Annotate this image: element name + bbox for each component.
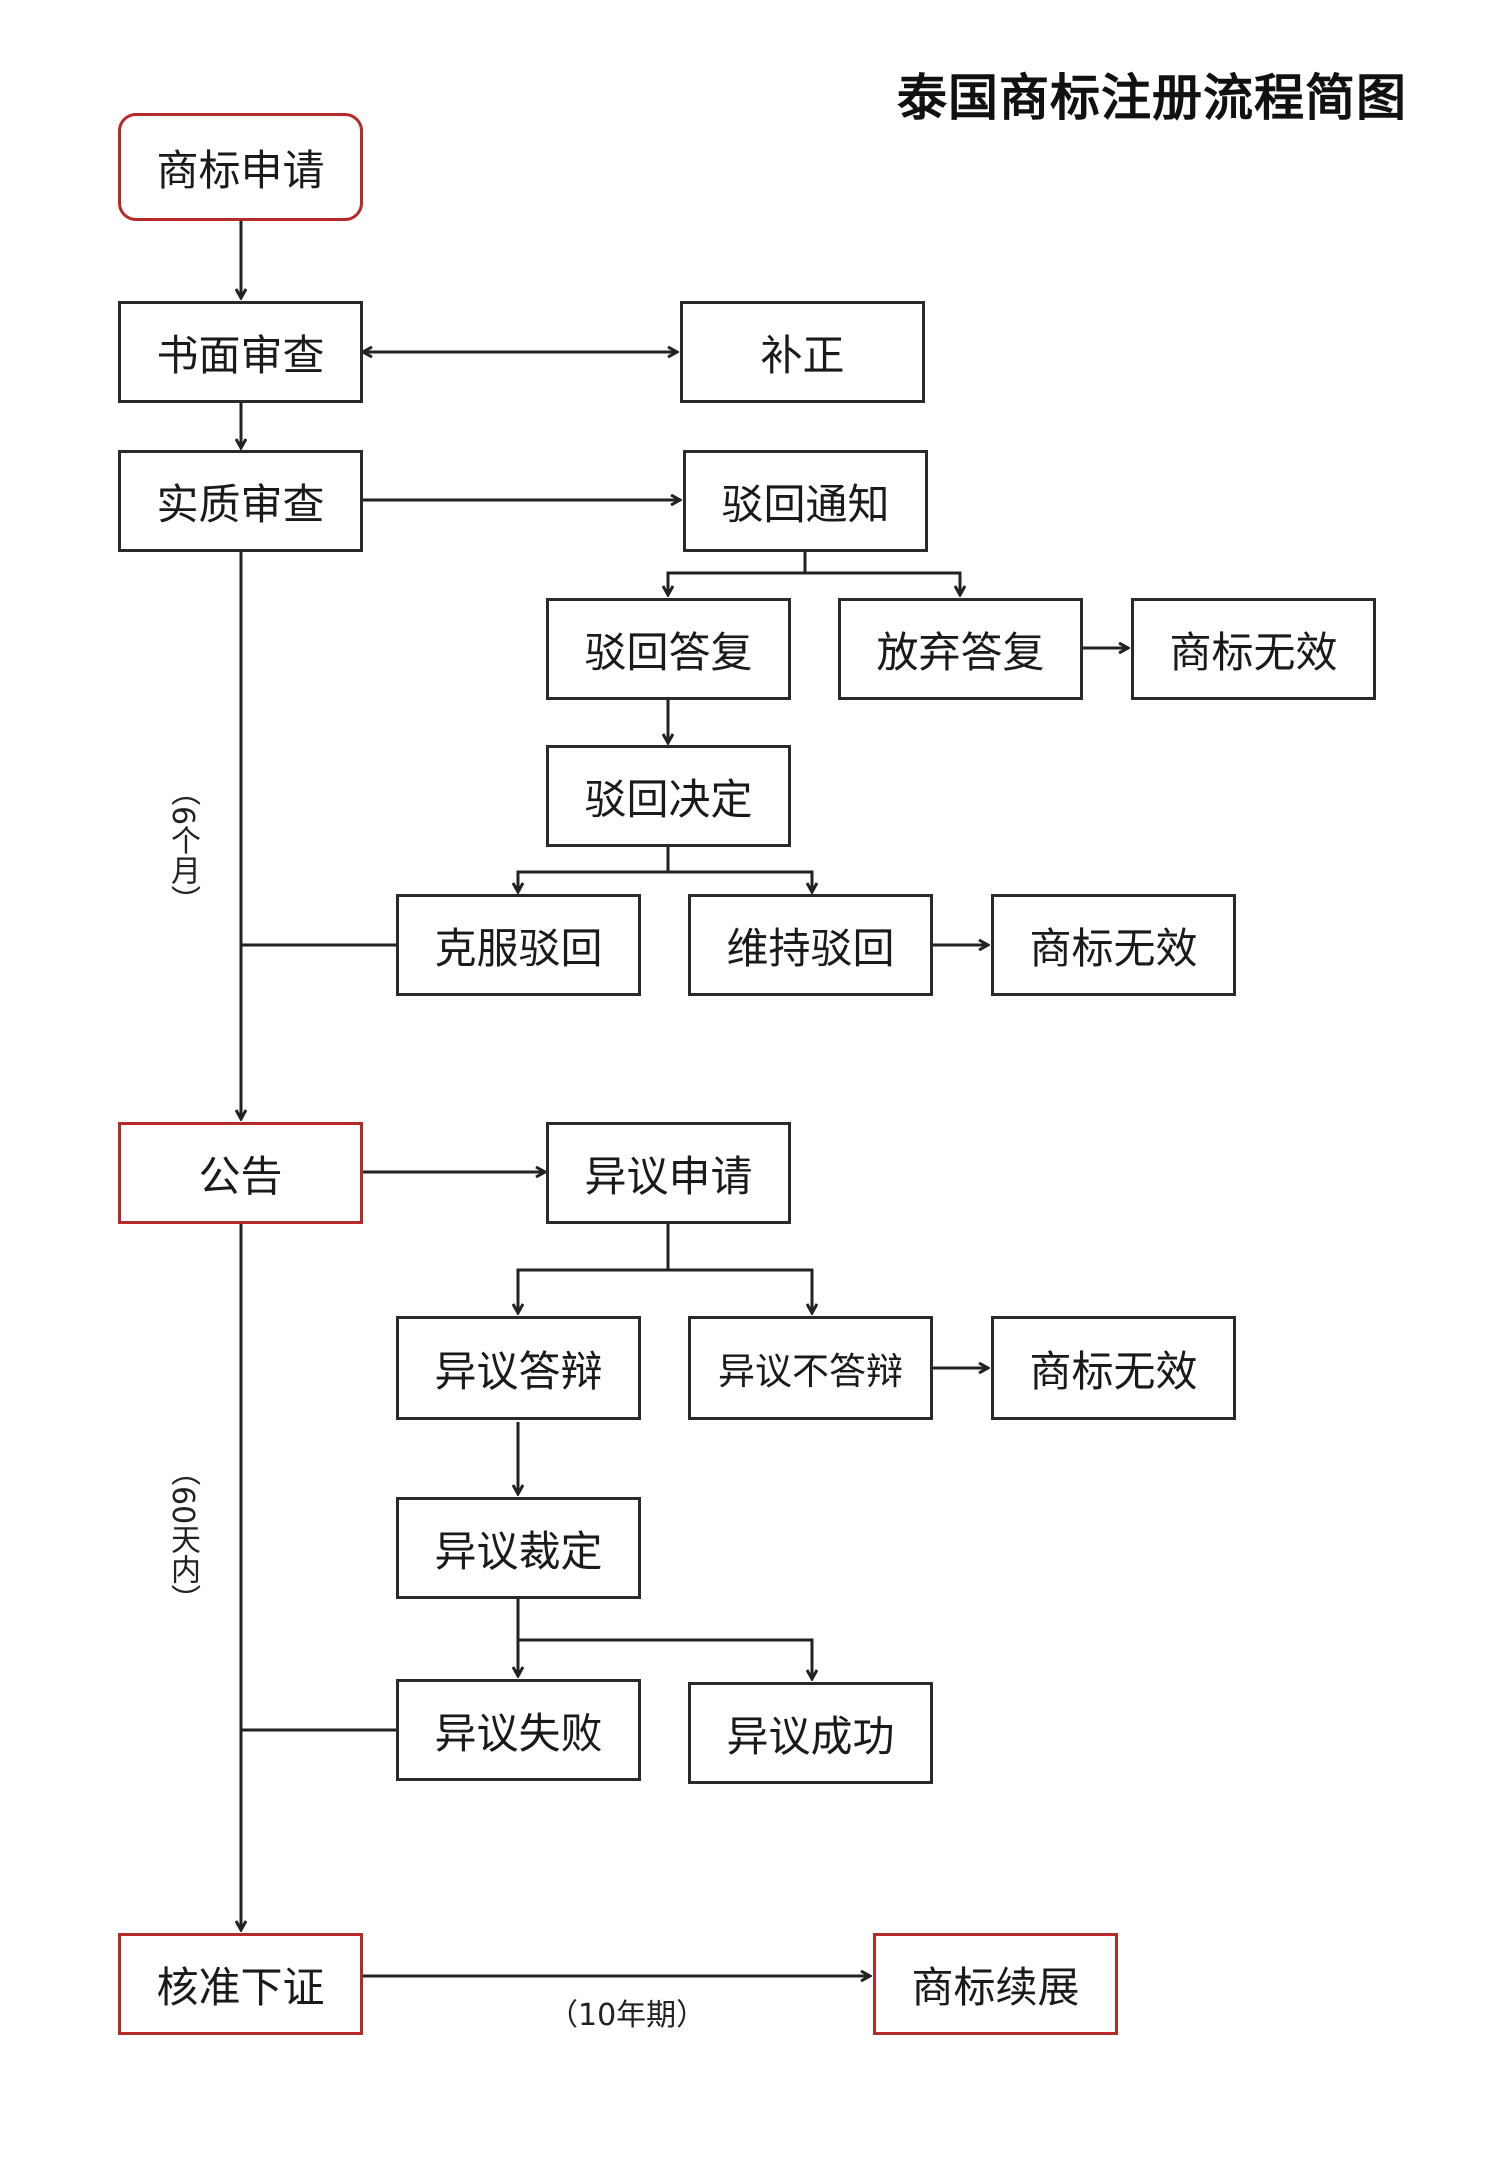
node-rejection-decision: 驳回决定 — [546, 745, 791, 847]
diagram-title: 泰国商标注册流程简图 — [897, 69, 1407, 127]
line-ruling-branch-right — [518, 1638, 812, 1679]
node-trademark-renewal: 商标续展 — [873, 1933, 1118, 2035]
note-exam-period: （6个月） — [165, 776, 200, 916]
node-rejection-notice: 驳回通知 — [683, 450, 928, 552]
node-opposition-defense: 异议答辩 — [396, 1316, 641, 1420]
line-notice-branch — [668, 551, 807, 595]
line-opposition-branch-right — [668, 1268, 812, 1313]
node-publication: 公告 — [118, 1122, 363, 1224]
node-overcome-rejection: 克服驳回 — [396, 894, 641, 996]
node-registration: 核准下证 — [118, 1933, 363, 2035]
node-trademark-invalid-2: 商标无效 — [991, 894, 1236, 996]
line-decision-branch — [518, 846, 670, 892]
node-maintain-rejection: 维持驳回 — [688, 894, 933, 996]
node-formal-examination: 书面审查 — [118, 301, 363, 403]
node-trademark-application: 商标申请 — [118, 113, 363, 221]
line-opposition-branch — [518, 1224, 670, 1313]
note-opposition-period: （60天内） — [165, 1456, 200, 1615]
node-trademark-invalid-3: 商标无效 — [991, 1316, 1236, 1420]
node-opposition-ruling: 异议裁定 — [396, 1497, 641, 1599]
node-no-defense: 异议不答辩 — [688, 1316, 933, 1420]
node-opposition-failed: 异议失败 — [396, 1679, 641, 1781]
node-trademark-invalid-1: 商标无效 — [1131, 598, 1376, 700]
line-notice-branch-right — [805, 571, 960, 595]
node-substantive-examination: 实质审查 — [118, 450, 363, 552]
line-decision-branch-right — [668, 870, 812, 892]
node-rejection-reply: 驳回答复 — [546, 598, 791, 700]
node-abandon-reply: 放弃答复 — [838, 598, 1083, 700]
node-correction: 补正 — [680, 301, 925, 403]
note-validity-period: （10年期） — [548, 1998, 707, 2033]
node-opposition-filing: 异议申请 — [546, 1122, 791, 1224]
node-opposition-succeeded: 异议成功 — [688, 1682, 933, 1784]
